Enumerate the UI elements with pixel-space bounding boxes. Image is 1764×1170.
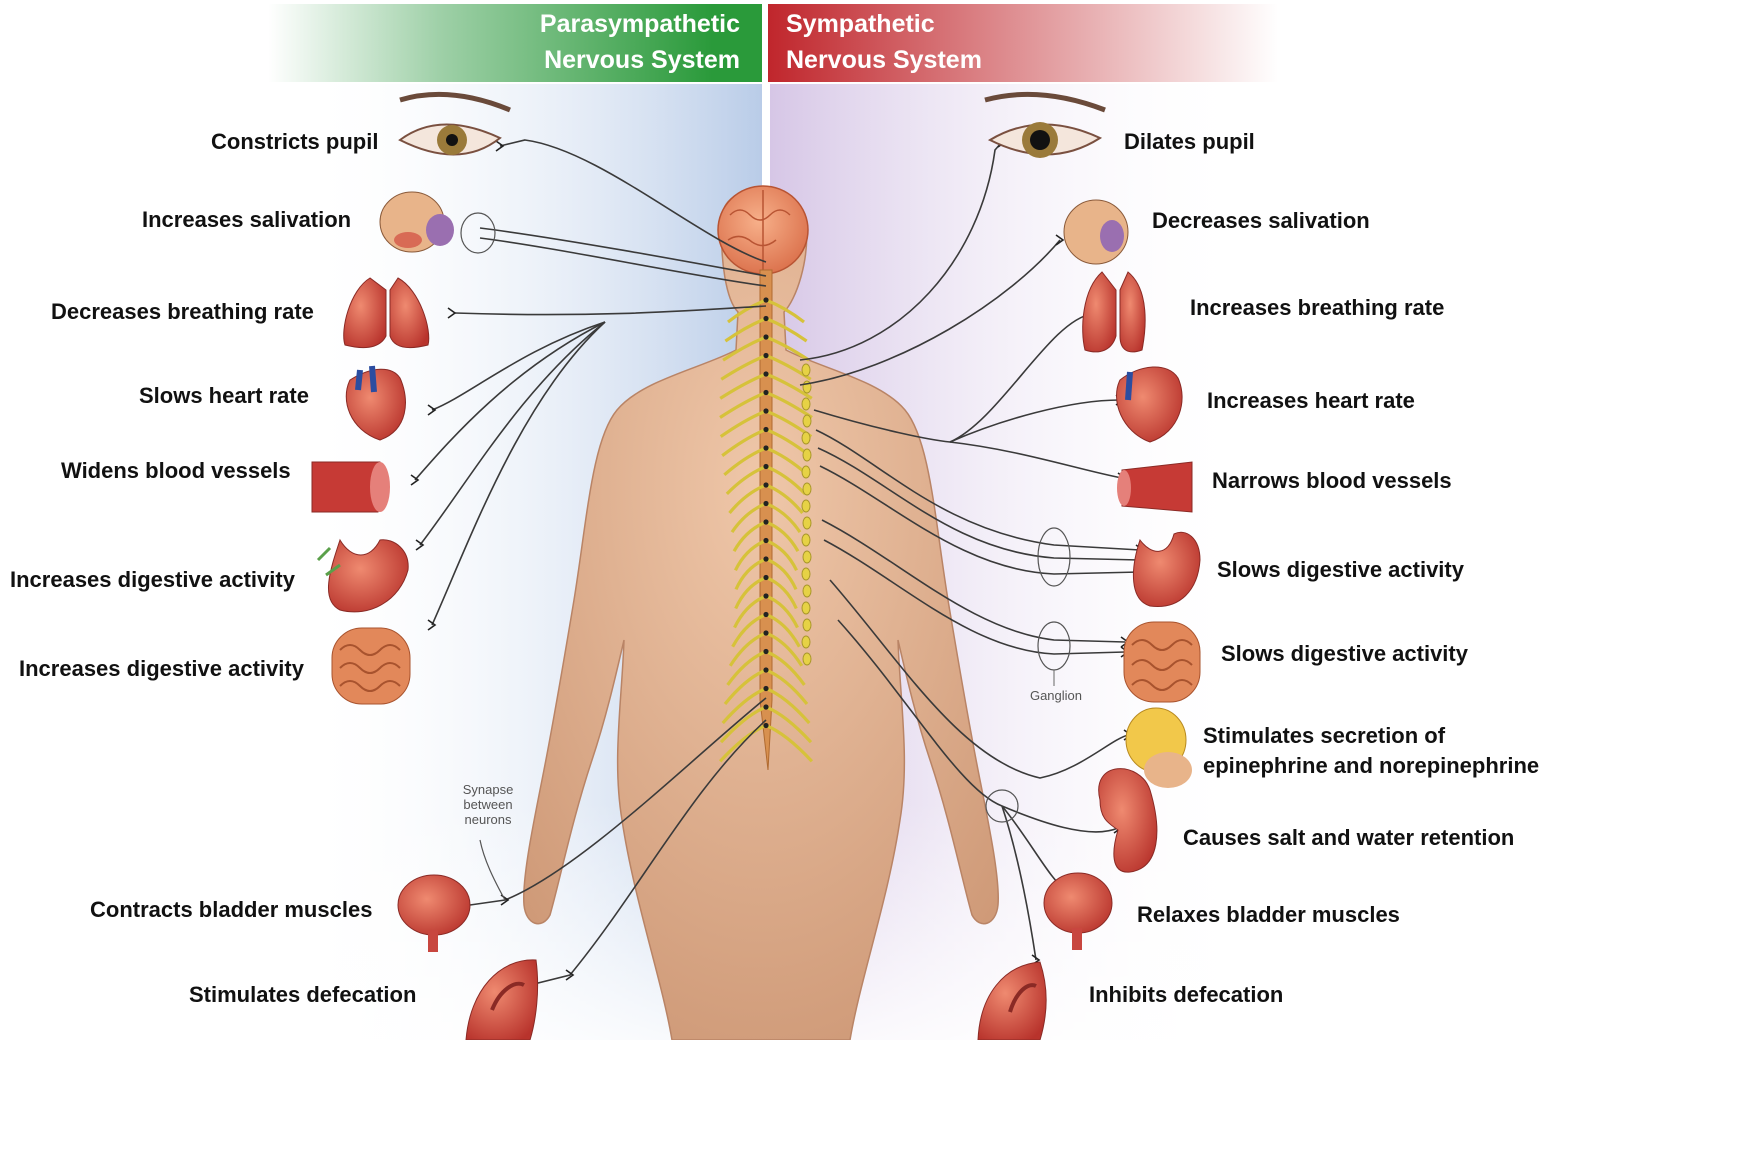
sympathetic-header: Sympathetic Nervous System [768,4,1278,82]
label-causes-salt-water-retention: Causes salt and water retention [1183,823,1514,853]
label-dilates-pupil: Dilates pupil [1124,127,1255,157]
label-slows-digestive-activity-stomach: Slows digestive activity [1217,555,1464,585]
label-widens-blood-vessels: Widens blood vessels [61,456,291,486]
label-decreases-salivation: Decreases salivation [1152,206,1370,236]
label-stimulates-defecation: Stimulates defecation [189,980,416,1010]
blood-vessel-left [312,462,390,512]
synapse-annotation-line3: neurons [450,812,526,827]
sympathetic-header-line1: Sympathetic [786,6,1278,42]
synapse-annotation-line2: between [450,797,526,812]
salivary-glands-right [1064,200,1128,264]
label-increases-digestive-activity-intestines: Increases digestive activity [19,654,304,684]
parasympathetic-header: Parasympathetic Nervous System [268,4,762,82]
label-contracts-bladder-muscles: Contracts bladder muscles [90,895,372,925]
label-increases-breathing-rate: Increases breathing rate [1190,293,1444,323]
synapse-annotation: Synapse between neurons [450,782,526,827]
intestines-left [332,628,410,704]
label-increases-digestive-activity-stomach: Increases digestive activity [10,565,295,595]
label-stimulates-secretion-epinephrine: Stimulates secretion of epinephrine and … [1203,721,1559,781]
sympathetic-header-line2: Nervous System [786,42,1278,78]
label-relaxes-bladder-muscles: Relaxes bladder muscles [1137,900,1400,930]
label-constricts-pupil: Constricts pupil [211,127,378,157]
autonomic-nervous-system-diagram: Parasympathetic Nervous System Sympathet… [0,0,1568,1040]
label-inhibits-defecation: Inhibits defecation [1089,980,1283,1010]
label-decreases-breathing-rate: Decreases breathing rate [51,297,314,327]
parasympathetic-header-line1: Parasympathetic [268,6,740,42]
label-increases-heart-rate: Increases heart rate [1207,386,1415,416]
synapse-annotation-line1: Synapse [450,782,526,797]
label-slows-heart-rate: Slows heart rate [139,381,309,411]
label-slows-digestive-activity-intestines: Slows digestive activity [1221,639,1468,669]
label-narrows-blood-vessels: Narrows blood vessels [1212,466,1452,496]
blood-vessel-right [1117,462,1192,512]
intestines-right [1124,622,1200,702]
parasympathetic-header-line2: Nervous System [268,42,740,78]
label-increases-salivation: Increases salivation [142,205,351,235]
ganglion-annotation: Ganglion [1016,688,1096,703]
